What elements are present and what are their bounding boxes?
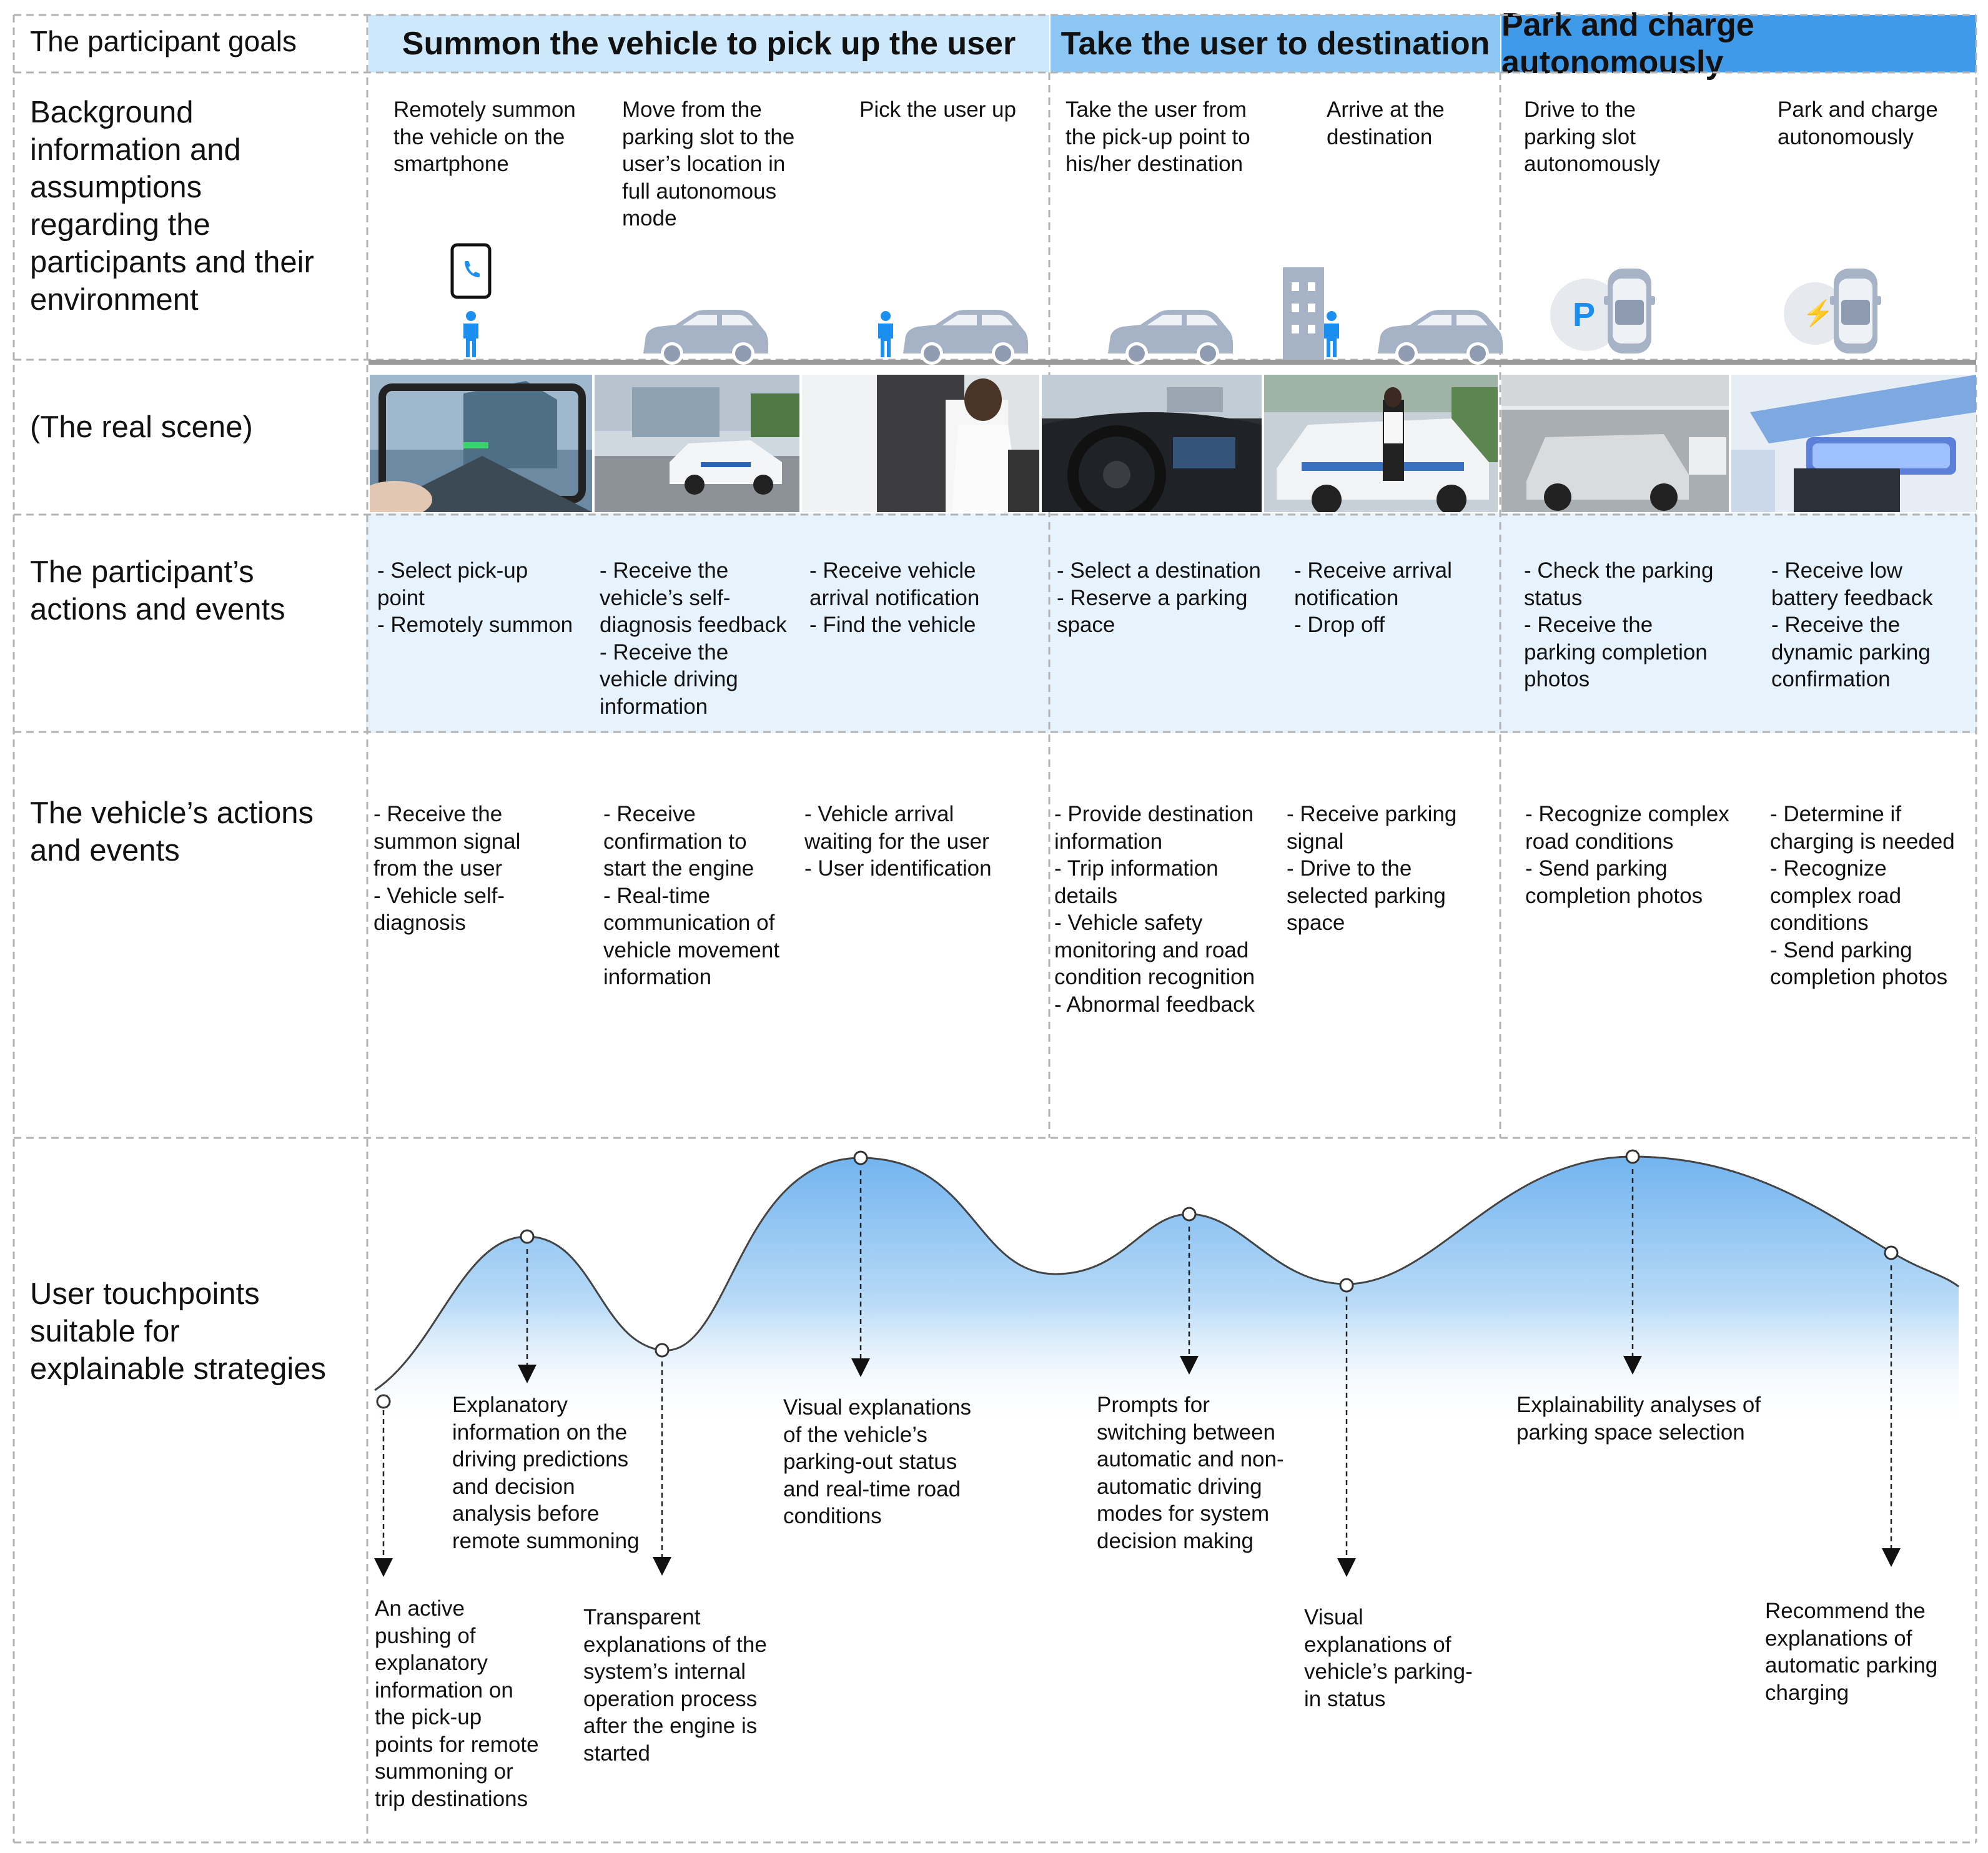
touchpoint-annotation: Visual explanations of the vehicle’s par…: [783, 1395, 971, 1528]
participant-action: - Select a destination - Reserve a parki…: [1057, 558, 1261, 637]
parking-icon: P: [1573, 296, 1596, 334]
goal-summon-label: Summon the vehicle to pick up the user: [402, 26, 1016, 62]
background-text: Remotely summon the vehicle on the smart…: [393, 97, 576, 176]
scene-photo-car-building: [595, 375, 799, 512]
row-label-participant: The participant’s actions and events: [30, 555, 285, 626]
touchpoint-annotation: Transparent explanations of the system’s…: [583, 1605, 767, 1766]
vehicle-action: - Receive the summon signal from the use…: [373, 802, 521, 935]
participant-action: - Check the parking status - Receive the…: [1524, 558, 1714, 691]
vehicle-action: - Provide destination information - Trip…: [1054, 802, 1255, 1017]
touchpoint-marker: [376, 1394, 391, 1409]
participant-action: - Receive vehicle arrival notification -…: [809, 558, 980, 637]
background-text: Drive to the parking slot autonomously: [1524, 97, 1660, 176]
row-label-vehicle: The vehicle’s actions and events: [30, 796, 314, 867]
scene-photo-phone: [370, 375, 592, 512]
background-illustrations: [450, 243, 1881, 365]
touchpoint-marker: [1625, 1149, 1640, 1164]
touchpoint-annotation: Prompts for switching between automatic …: [1097, 1393, 1284, 1553]
touchpoint-marker: [1884, 1245, 1899, 1260]
row-label-goals: The participant goals: [30, 25, 297, 57]
goal-summon: Summon the vehicle to pick up the user: [368, 15, 1049, 72]
smartphone-icon: [450, 243, 492, 299]
background-text: Arrive at the destination: [1327, 97, 1445, 149]
background-text: Take the user from the pick-up point to …: [1066, 97, 1250, 176]
touchpoint-marker: [1182, 1207, 1197, 1222]
row-label-background: Background information and assumptions r…: [30, 96, 314, 317]
row-label-touchpoints: User touchpoints suitable for explainabl…: [30, 1277, 326, 1386]
touchpoint-annotation: Visual explanations of vehicle’s parking…: [1304, 1605, 1473, 1711]
touchpoint-marker: [853, 1150, 868, 1165]
scene-photo-user-entering: [802, 375, 1039, 512]
wave-line: [374, 1155, 1959, 1391]
building-icon: [1283, 267, 1324, 360]
goal-park-charge: Park and charge autonomously: [1501, 7, 1976, 81]
vehicle-action: - Receive confirmation to start the engi…: [603, 802, 780, 989]
wave-area: [375, 1157, 1959, 1436]
vehicle-action: - Receive parking signal - Drive to the …: [1287, 802, 1457, 935]
vehicle-action: - Determine if charging is needed - Reco…: [1770, 802, 1955, 989]
touchpoint-annotation: An active pushing of explanatory informa…: [375, 1596, 539, 1811]
vehicle-action: - Recognize complex road conditions - Se…: [1525, 802, 1729, 908]
touchpoint-annotation: Explanatory information on the driving p…: [452, 1393, 640, 1553]
touchpoint-marker: [520, 1229, 535, 1244]
goal-destination-label: Take the user to destination: [1061, 26, 1490, 62]
touchpoint-annotation: Recommend the explanations of automatic …: [1765, 1599, 1938, 1705]
background-text: Move from the parking slot to the user’s…: [622, 97, 795, 230]
goal-park-charge-label: Park and charge autonomously: [1501, 7, 1754, 81]
background-text: Park and charge autonomously: [1778, 97, 1938, 149]
scene-photo-parking: [1501, 375, 1729, 512]
goal-destination: Take the user to destination: [1051, 15, 1500, 72]
scene-photo-drop-off: [1264, 375, 1498, 512]
touchpoint-marker: [1339, 1278, 1354, 1293]
row-label-scene: (The real scene): [30, 410, 253, 444]
participant-action: - Receive the vehicle’s self- diagnosis …: [600, 558, 787, 719]
touchpoint-annotation: Explainability analyses of parking space…: [1516, 1393, 1761, 1445]
background-text: Pick the user up: [859, 97, 1016, 122]
participant-action: - Select pick-up point - Remotely summon: [377, 558, 573, 637]
scene-photo-dashboard: [1042, 375, 1262, 512]
participant-action: - Receive low battery feedback - Receive…: [1771, 558, 1933, 691]
participant-action: - Receive arrival notification - Drop of…: [1294, 558, 1452, 637]
vehicle-action: - Vehicle arrival waiting for the user -…: [804, 802, 992, 881]
participant-row-background: [366, 513, 1977, 733]
charging-icon: ⚡: [1803, 300, 1834, 327]
touchpoint-marker: [655, 1343, 670, 1358]
scene-photo-charging: [1731, 375, 1976, 512]
